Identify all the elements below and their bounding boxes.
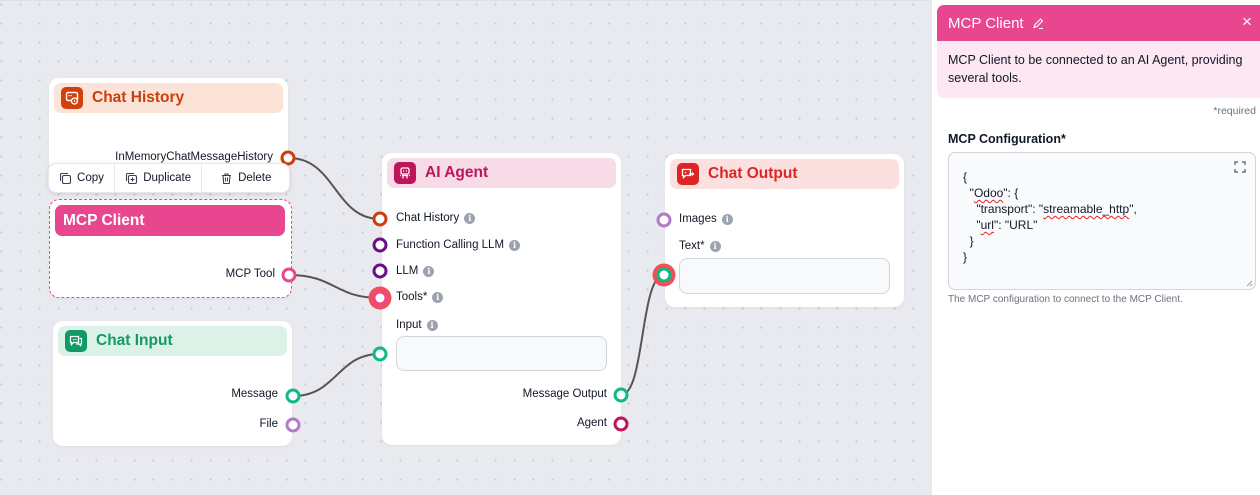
config-line: { [963, 170, 968, 184]
input-field[interactable] [396, 336, 607, 371]
duplicate-icon [126, 172, 138, 184]
node-title: Chat Output [708, 165, 798, 182]
info-icon[interactable]: i [464, 212, 476, 224]
output-label: File [259, 418, 278, 430]
input-handle-text[interactable] [656, 267, 672, 283]
panel-description: MCP Client to be connected to an AI Agen… [937, 41, 1260, 98]
field-label: Text*i [679, 240, 721, 252]
chat-output-icon [677, 163, 699, 185]
edge-message [292, 353, 381, 397]
node-title: AI Agent [425, 164, 489, 181]
expand-icon[interactable] [1234, 161, 1246, 173]
output-handle-mcp-tool[interactable] [281, 267, 297, 283]
info-icon[interactable]: i [709, 240, 721, 252]
node-mcp-client[interactable]: MCP Client MCP Tool [49, 199, 292, 298]
node-chat-input[interactable]: Chat Input Message File [53, 321, 292, 446]
node-header[interactable]: MCP Client [55, 205, 285, 236]
input-label: Tools*i [396, 291, 444, 303]
output-label: MCP Tool [225, 268, 275, 280]
input-handle-function-calling-llm[interactable] [372, 237, 388, 253]
panel-header: MCP Client × [937, 5, 1260, 41]
output-handle-file[interactable] [285, 417, 301, 433]
input-handle-images[interactable] [656, 212, 672, 228]
node-header[interactable]: AI Agent [387, 158, 616, 188]
trash-icon [222, 172, 232, 184]
copy-button[interactable]: Copy [49, 164, 115, 192]
edge-chat-history [288, 157, 381, 220]
text-field[interactable] [679, 258, 890, 294]
output-label: Message Output [522, 388, 607, 400]
output-handle-message[interactable] [285, 388, 301, 404]
input-handle-llm[interactable] [372, 263, 388, 279]
config-line: "Odoo": { [963, 186, 1019, 200]
delete-button[interactable]: Delete [202, 164, 289, 192]
info-icon[interactable]: i [426, 319, 438, 331]
flow-canvas[interactable]: Chat History InMemoryChatMessageHistory … [0, 0, 931, 495]
config-line: } [963, 234, 974, 248]
edge-message-output [620, 274, 665, 396]
chat-history-icon [61, 87, 83, 109]
output-handle-agent[interactable] [613, 416, 629, 432]
config-line: } [963, 250, 968, 264]
chat-input-icon [65, 330, 87, 352]
node-title: MCP Client [63, 211, 145, 229]
output-handle-message-output[interactable] [613, 387, 629, 403]
mcp-configuration-label: MCP Configuration* [948, 132, 1066, 146]
panel-title[interactable]: MCP Client [948, 14, 1024, 32]
robot-icon [394, 162, 416, 184]
output-label: Message [231, 388, 278, 400]
output-handle-chat-history[interactable] [280, 150, 296, 166]
node-title: Chat Input [96, 332, 173, 349]
node-toolbar: Copy Duplicate Delete [48, 163, 290, 193]
duplicate-button[interactable]: Duplicate [115, 164, 203, 192]
input-handle-chat-history[interactable] [372, 211, 388, 227]
info-icon[interactable]: i [721, 213, 733, 225]
node-header[interactable]: Chat History [54, 83, 283, 113]
delete-label: Delete [238, 172, 272, 184]
output-label: Agent [576, 417, 607, 429]
node-title: Chat History [92, 89, 185, 106]
info-icon[interactable]: i [432, 291, 444, 303]
node-header[interactable]: Chat Input [58, 326, 287, 356]
edge-mcp-tool [288, 274, 381, 299]
config-line: "url": "URL" [963, 218, 1038, 232]
mcp-configuration-hint: The MCP configuration to connect to the … [948, 294, 1183, 305]
info-icon[interactable]: i [423, 265, 435, 277]
mcp-configuration-editor[interactable]: { "Odoo": { "transport": "streamable_htt… [948, 152, 1256, 290]
node-settings-panel: MCP Client × MCP Client to be connected … [931, 0, 1260, 495]
pencil-icon[interactable] [1032, 17, 1045, 30]
close-icon[interactable]: × [1242, 12, 1252, 31]
output-label: InMemoryChatMessageHistory [115, 151, 273, 163]
config-line: "transport": "streamable_http", [963, 202, 1137, 216]
copy-label: Copy [77, 172, 104, 184]
input-handle-input[interactable] [372, 346, 388, 362]
duplicate-label: Duplicate [143, 172, 192, 184]
node-chat-history[interactable]: Chat History InMemoryChatMessageHistory [49, 78, 288, 178]
required-note: *required [1213, 105, 1256, 117]
node-header[interactable]: Chat Output [670, 159, 899, 189]
copy-icon [59, 172, 72, 184]
resize-handle-icon[interactable] [1246, 280, 1253, 287]
input-handle-tools[interactable] [372, 290, 388, 306]
info-icon[interactable]: i [509, 239, 521, 251]
